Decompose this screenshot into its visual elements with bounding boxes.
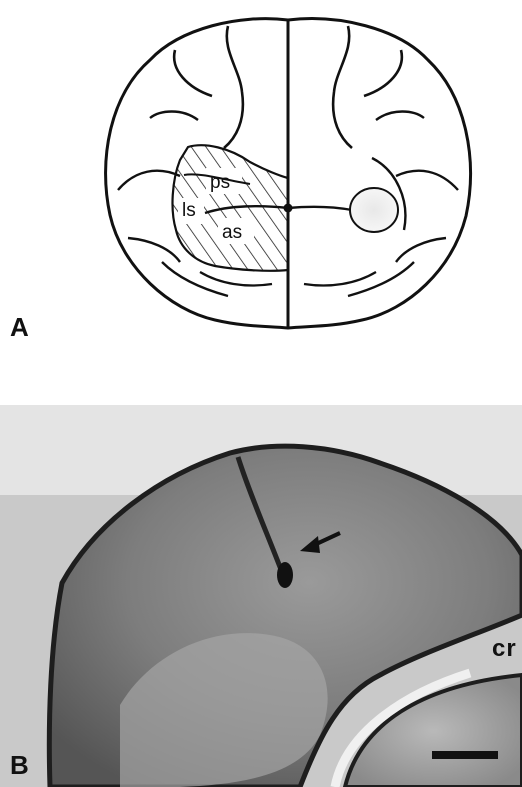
brain-diagram: ps ls as bbox=[0, 0, 522, 400]
micrograph bbox=[0, 405, 522, 787]
sulcus-label-ls: ls bbox=[182, 200, 196, 221]
sulcus-label-ps: ps bbox=[210, 172, 230, 193]
region-label-cr: cr bbox=[492, 635, 517, 663]
panel-label-a: A bbox=[10, 312, 29, 343]
sulcus-label-as: as bbox=[222, 222, 242, 243]
panel-label-b: B bbox=[10, 750, 29, 781]
stippled-region bbox=[350, 188, 398, 232]
scale-bar bbox=[432, 751, 498, 759]
